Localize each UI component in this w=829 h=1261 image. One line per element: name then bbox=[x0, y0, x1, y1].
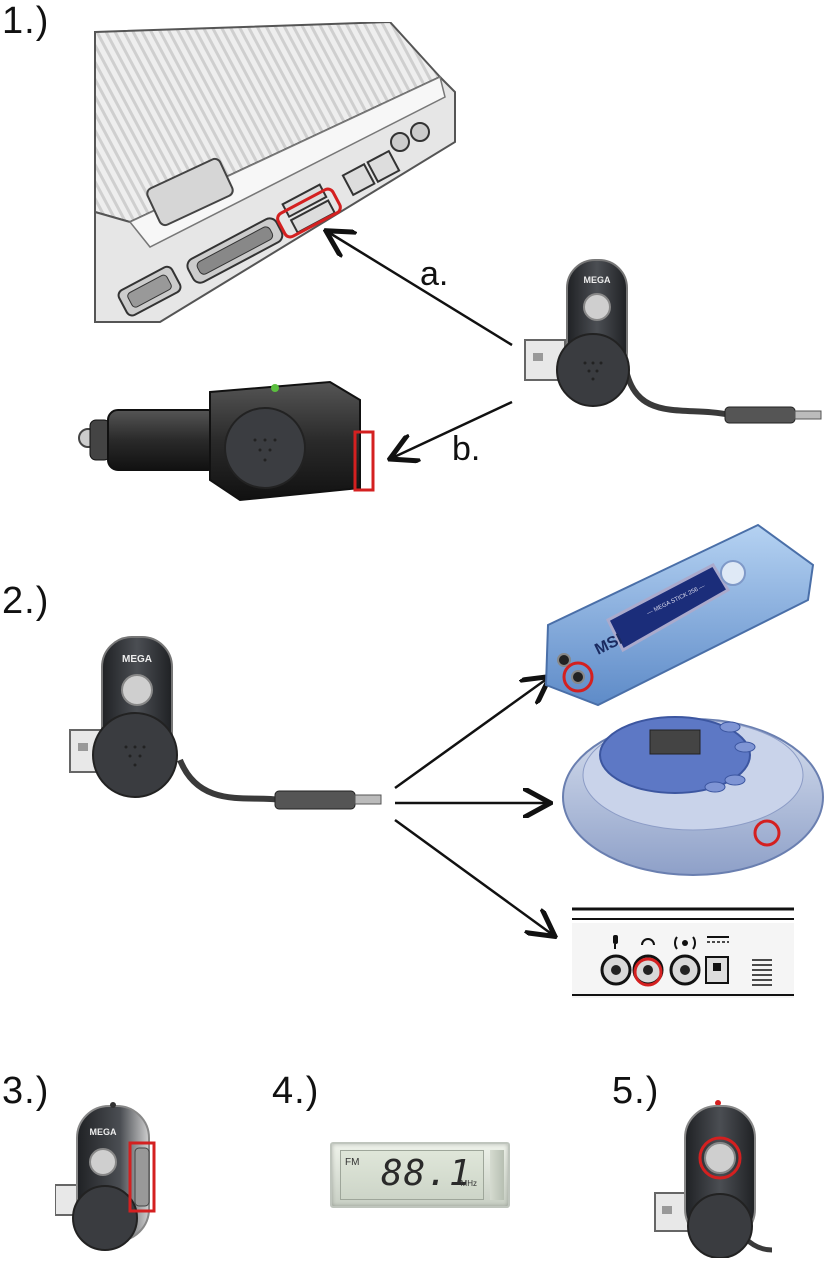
cd-player-illustration bbox=[555, 705, 827, 885]
arrow-a bbox=[328, 232, 512, 345]
arrow-b bbox=[392, 402, 512, 458]
step-4-label: 4.) bbox=[272, 1070, 319, 1113]
lcd-band-label: FM bbox=[345, 1157, 359, 1168]
power-icon bbox=[584, 294, 610, 320]
svg-text:MEGA: MEGA bbox=[584, 275, 612, 285]
step-2-label: 2.) bbox=[2, 580, 49, 623]
lcd-screen: FM 88.1 MHz bbox=[340, 1150, 484, 1200]
lcd-unit-label: MHz bbox=[461, 1179, 477, 1188]
computer-audio-jacks-illustration bbox=[572, 905, 794, 1000]
transmitter-side-button-illustration: MEGA bbox=[55, 1100, 170, 1255]
mp3-player-illustration: MSI — MEGA STICK 256 — bbox=[538, 515, 824, 707]
step-3-label: 3.) bbox=[2, 1070, 49, 1113]
svg-text:MEGA: MEGA bbox=[90, 1127, 118, 1137]
lcd-frequency-display: FM 88.1 MHz bbox=[330, 1142, 510, 1208]
lcd-side-panel bbox=[490, 1150, 504, 1200]
arrow-to-mp3-player bbox=[395, 678, 548, 788]
fm-transmitter-device: MEGA bbox=[515, 255, 827, 430]
power-icon bbox=[705, 1143, 735, 1173]
transmitter-power-button-illustration bbox=[650, 1098, 775, 1258]
power-icon bbox=[90, 1149, 116, 1175]
arrow-to-computer-jack bbox=[395, 820, 553, 935]
car-charger-adapter bbox=[70, 380, 385, 510]
lcd-frequency-value: 88.1 bbox=[381, 1153, 472, 1194]
